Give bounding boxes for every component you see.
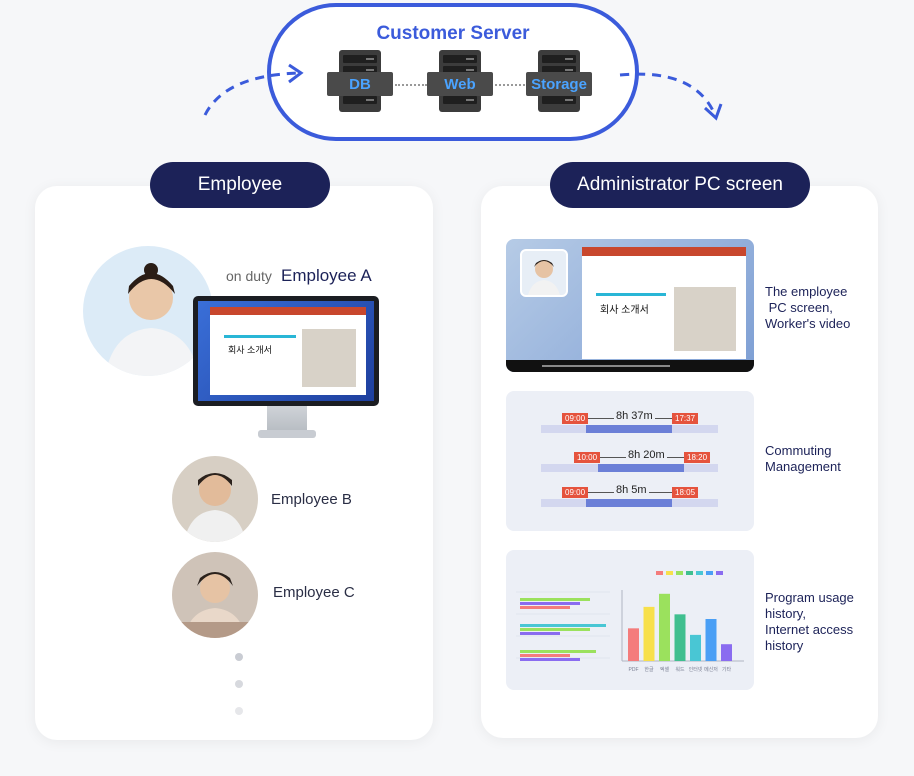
employee-c-name: Employee C <box>273 584 355 601</box>
usage-tick-label: 워드 <box>675 666 685 673</box>
video-playbar[interactable] <box>506 360 754 372</box>
worker-video-thumbnail <box>520 249 568 297</box>
usage-bar <box>705 619 717 661</box>
dot <box>235 653 243 661</box>
usage-tick-label: 엑셀 <box>660 666 670 673</box>
commute-work-bar <box>586 499 672 507</box>
usage-tick-label: 한글 <box>644 667 654 673</box>
commute-duration: 8h 37m <box>614 410 655 422</box>
dot <box>235 680 243 688</box>
commute-end-time: 17:37 <box>672 413 699 424</box>
label-usage: Program usage history, Internet access h… <box>765 590 854 653</box>
db-label: DB <box>327 72 393 96</box>
legend-swatch <box>676 571 683 575</box>
legend-swatch <box>656 571 663 575</box>
usage-bar <box>690 634 701 661</box>
legend-swatch <box>686 571 693 575</box>
monitor-stand <box>267 406 307 430</box>
employee-a-monitor: 회사 소개서 <box>193 296 379 406</box>
usage-bar <box>628 628 639 661</box>
monitor-base <box>258 430 316 438</box>
admin-badge: Administrator PC screen <box>550 162 810 208</box>
usage-bar <box>674 614 686 661</box>
employee-a-avatar <box>83 246 213 376</box>
legend-swatch <box>716 571 723 575</box>
monitor-doc-title: 회사 소개서 <box>228 345 272 355</box>
usage-bar <box>643 606 655 661</box>
connector-db-web <box>395 84 427 86</box>
employee-c-avatar <box>172 552 258 638</box>
usage-tick-label: 메신저 <box>704 666 718 673</box>
video-doc-title: 회사 소개서 <box>600 305 649 316</box>
employee-a-prefix: on duty <box>226 268 272 284</box>
usage-bar <box>659 593 670 661</box>
dot <box>235 707 243 715</box>
commute-end-time: 18:20 <box>684 452 711 463</box>
legend-swatch <box>706 571 713 575</box>
server-title: Customer Server <box>376 23 530 44</box>
commute-work-bar <box>586 425 672 433</box>
pc-screen-video-panel: 회사 소개서 <box>506 239 754 372</box>
commute-start-time: 09:00 <box>562 413 589 424</box>
employee-a-name: Employee A <box>281 266 372 285</box>
employee-b-avatar <box>172 456 258 542</box>
usage-hbar-chart <box>516 591 610 661</box>
commute-work-bar <box>598 464 684 472</box>
commute-duration: 8h 20m <box>626 449 667 461</box>
employee-badge: Employee <box>150 162 330 208</box>
legend-swatch <box>696 571 703 575</box>
commute-start-time: 10:00 <box>574 452 601 463</box>
label-commute: Commuting Management <box>765 443 841 474</box>
arrow-in-icon <box>203 63 304 116</box>
usage-tick-label: 인터넷 <box>689 666 703 673</box>
commute-start-time: 09:00 <box>562 487 589 498</box>
usage-tick-label: 기타 <box>722 666 732 673</box>
commute-end-time: 18:05 <box>672 487 699 498</box>
commute-duration: 8h 5m <box>614 484 649 496</box>
usage-bar <box>721 644 732 661</box>
usage-tick-label: PDF <box>629 667 639 673</box>
employee-b-name: Employee B <box>271 491 352 508</box>
storage-label: Storage <box>526 72 592 96</box>
arrow-out-icon <box>619 72 723 121</box>
legend-swatch <box>666 571 673 575</box>
connector-web-storage <box>495 84 525 86</box>
label-video: The employee PC screen, Worker's video <box>765 284 851 331</box>
web-label: Web <box>427 72 493 96</box>
